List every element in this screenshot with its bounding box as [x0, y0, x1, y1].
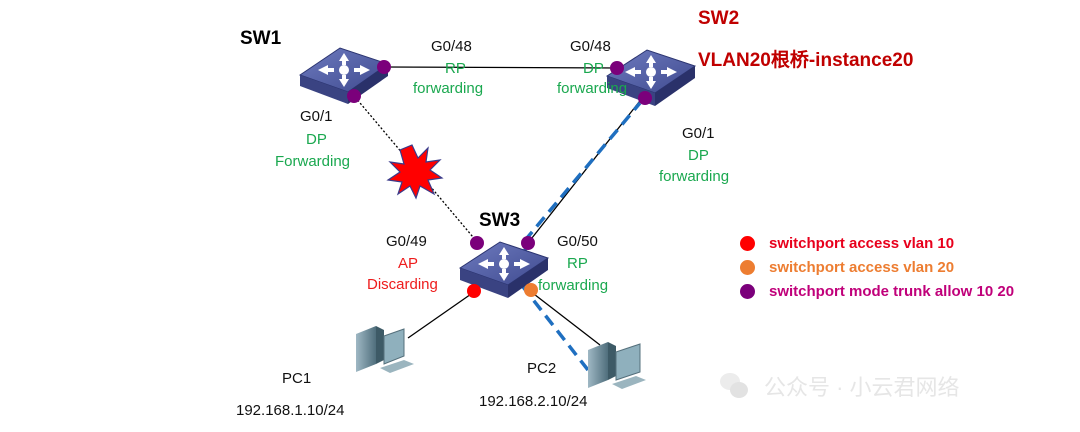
sw3-port-g0-49-role: AP — [398, 255, 419, 272]
port-sw2-g0-48[interactable] — [610, 61, 624, 75]
watermark-text: 公众号 · 小云君网络 — [764, 375, 960, 400]
sw2-label: SW2 — [698, 8, 740, 29]
sw2-port-g0-48-id: G0/48 — [570, 38, 611, 55]
port-sw1-g0-1[interactable] — [347, 89, 361, 103]
legend-label: switchport mode trunk allow 10 20 — [769, 282, 1015, 300]
pc2-label: PC2 — [527, 360, 557, 377]
link-sw3-pc2 — [529, 290, 601, 346]
pc1-computer-icon[interactable] — [356, 326, 414, 373]
pc1-ip: 192.168.1.10/24 — [236, 402, 345, 419]
red-dot-icon — [740, 235, 755, 251]
link-sw1-sw2 — [384, 66, 621, 69]
wechat-icon — [720, 373, 750, 399]
pc2-computer-icon[interactable] — [588, 342, 646, 389]
orange-dot-icon — [740, 259, 755, 275]
purple-dot-icon — [740, 283, 755, 299]
watermark: 公众号 · 小云君网络 — [720, 370, 960, 402]
pc2-ip: 192.168.2.10/24 — [479, 393, 588, 410]
sw3-port-g0-50-id: G0/50 — [557, 233, 598, 250]
pc1-label: PC1 — [282, 370, 312, 387]
sw1-port-g0-1-role: DP — [306, 131, 327, 148]
sw3-port-g0-49-id: G0/49 — [386, 233, 427, 250]
sw2-port-g0-1-id: G0/1 — [682, 125, 715, 142]
sw1-port-g0-48-id: G0/48 — [431, 38, 472, 55]
sw3-label: SW3 — [479, 210, 521, 231]
port-sw3-g0-50[interactable] — [521, 236, 535, 250]
sw1-port-g0-48-role: RP — [445, 60, 466, 77]
sw2-port-g0-1-state: forwarding — [659, 168, 730, 185]
sw3-port-g0-50-role: RP — [567, 255, 588, 272]
sw2-subtitle: VLAN20根桥-instance20 — [698, 50, 914, 71]
legend-label: switchport access vlan 10 — [769, 234, 955, 252]
switch-sw3[interactable] — [458, 241, 550, 298]
sw2-port-g0-48-role: DP — [583, 60, 604, 77]
legend-item-trunk: switchport mode trunk allow 10 20 — [740, 279, 1014, 303]
port-sw3-g0-49[interactable] — [470, 236, 484, 250]
sw3-port-g0-49-state: Discarding — [367, 276, 438, 293]
sw1-port-g0-1-id: G0/1 — [300, 108, 333, 125]
sw1-label: SW1 — [240, 28, 282, 49]
legend-item-vlan10: switchport access vlan 10 — [740, 231, 1014, 255]
port-sw3-vlan10[interactable] — [467, 284, 481, 298]
legend-item-vlan20: switchport access vlan 20 — [740, 255, 1014, 279]
sw2-port-g0-1-role: DP — [688, 147, 709, 164]
sw3-port-g0-50-state: forwarding — [538, 277, 609, 294]
sw1-port-g0-48-state: forwarding — [413, 80, 484, 97]
switch-sw1[interactable] — [298, 47, 390, 104]
port-sw3-vlan20[interactable] — [524, 283, 538, 297]
switch-sw2[interactable] — [605, 49, 697, 106]
port-sw2-g0-1[interactable] — [638, 91, 652, 105]
legend: switchport access vlan 10 switchport acc… — [740, 231, 1014, 303]
sw2-port-g0-48-state: forwarding — [557, 80, 628, 97]
sw1-port-g0-1-state: Forwarding — [275, 153, 351, 170]
port-sw1-g0-48[interactable] — [377, 60, 391, 74]
legend-label: switchport access vlan 20 — [769, 258, 955, 276]
blocked-link-burst-icon — [386, 144, 444, 200]
link-sw3-pc1 — [407, 291, 475, 339]
